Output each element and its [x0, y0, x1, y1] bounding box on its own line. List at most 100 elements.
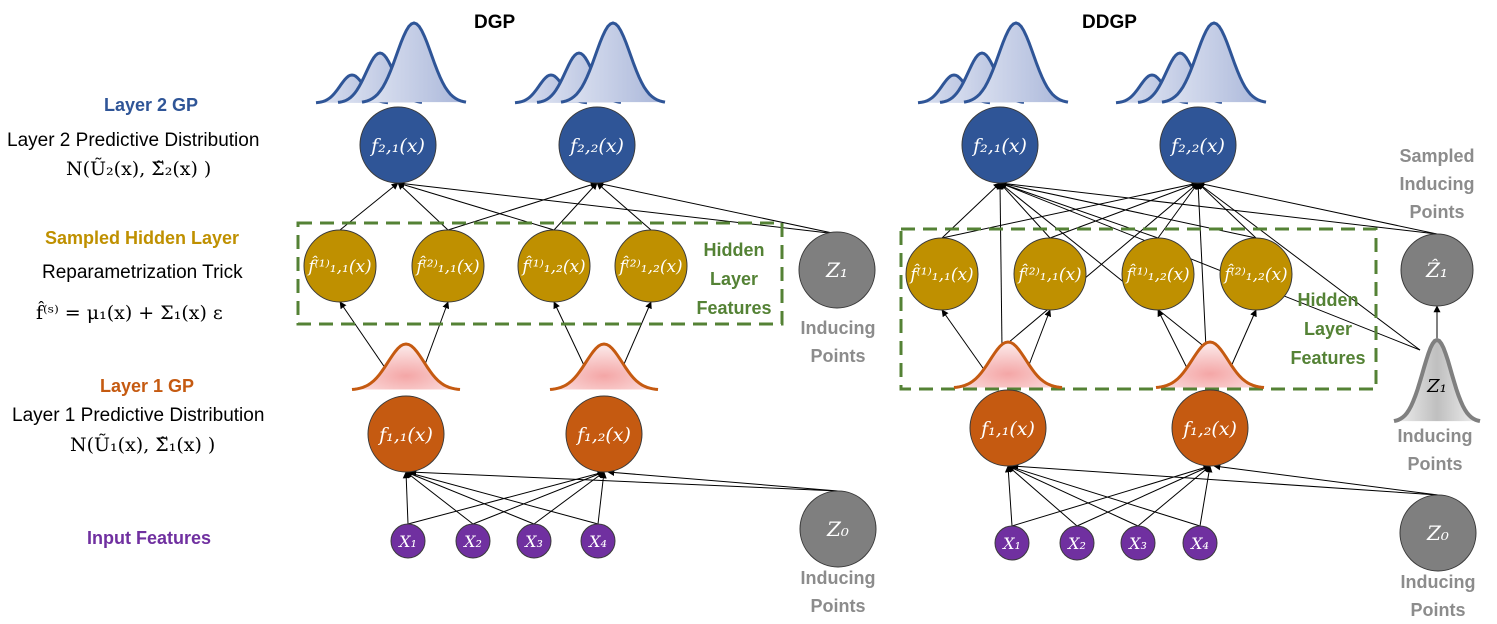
edge-arrow [1157, 182, 1199, 239]
ddgp-gaussian-f11 [953, 340, 1063, 389]
ddgp-node-h12-1-circle [1121, 237, 1195, 311]
dgp-node-z0-label: Z₀ [826, 517, 849, 541]
dgp-node-h12-2: f̂⁽²⁾₁,₂(x) [614, 229, 688, 303]
edge-arrow [447, 181, 598, 231]
dgp-node-x4-circle [580, 523, 616, 559]
edge-arrow [596, 180, 838, 235]
ddgp-node-f11: f₁,₁(x) [969, 389, 1047, 467]
dgp-node-f11-circle [367, 395, 445, 473]
dgp-node-f22: f₂,₂(x) [558, 106, 636, 184]
ddgp-node-x2-label: X₂ [1066, 534, 1086, 553]
ddgp-node-x1: X₁ [994, 525, 1030, 561]
ddgp-node-x1-label: X₁ [1001, 534, 1021, 553]
layer1-description: Layer 1 Predictive Distribution [12, 405, 265, 426]
edge-arrow [607, 469, 839, 492]
edge-arrow [1197, 182, 1257, 239]
ddgp-node-f12: f₁,₂(x) [1171, 389, 1249, 467]
ddgp-node-x2-circle [1059, 525, 1095, 561]
dgp-node-h11-1: f̂⁽¹⁾₁,₁(x) [303, 229, 377, 303]
dgp-node-x3-circle [516, 523, 552, 559]
reparam-formula: f̂⁽ˢ⁾ = μ₁(x) + Σ₁(x) ε [36, 302, 223, 324]
shapes [296, 21, 1481, 424]
layer2-title: Layer 2 GP [104, 95, 199, 115]
dgp-node-h12-1-circle [517, 229, 591, 303]
edge-arrow [596, 182, 652, 231]
layer1-title: Layer 1 GP [100, 376, 195, 396]
ddgp-node-h11-2-label: f̂⁽²⁾₁,₁(x) [1016, 264, 1081, 285]
ddgp-node-f12-label: f₁,₂(x) [1181, 418, 1237, 440]
ddgp-node-h11-1-circle [905, 237, 979, 311]
ddgp-node-h11-1-label: f̂⁽¹⁾₁,₁(x) [908, 264, 973, 285]
dgp-gaussian-f11-fill [352, 344, 460, 390]
dgp-gaussian-f12 [549, 342, 659, 391]
edge-arrow [1007, 465, 1139, 527]
edge-arrow [999, 182, 1421, 351]
ddgp-node-f22-label: f₂,₂(x) [1169, 135, 1225, 157]
dgp-node-f12-circle [565, 395, 643, 473]
ddgp-node-f22-circle [1159, 106, 1237, 184]
dgp-node-z1-label: Z₁ [825, 258, 848, 282]
ddgp-hidden-box-label: Hidden Layer Features [1290, 290, 1366, 368]
dgp-node-f11-label: f₁,₁(x) [377, 424, 433, 446]
dgp-z1-caption: Inducing Points [800, 318, 876, 366]
dgp-node-x4: X₄ [580, 523, 616, 559]
ddgp-node-f21: f₂,₁(x) [961, 106, 1039, 184]
edge-arrow [402, 471, 410, 525]
ddgp-node-x4-circle [1182, 525, 1218, 561]
ddgp-node-x1-circle [994, 525, 1030, 561]
ddgp-dist-f21-large-fill [964, 23, 1068, 103]
hidden-layer-description: Reparametrization Trick [42, 262, 243, 283]
edge-arrow [1197, 182, 1421, 351]
dgp-title: DGP [474, 12, 516, 33]
ddgp-node-z0: Z₀ [1399, 494, 1477, 572]
edge-arrow [1137, 465, 1211, 527]
ddgp-node-h12-2-label: f̂⁽²⁾₁,₂(x) [1222, 264, 1287, 285]
ddgp-node-h11-1: f̂⁽¹⁾₁,₁(x) [905, 237, 979, 311]
ddgp-node-x2: X₂ [1059, 525, 1095, 561]
dgp-node-x3: X₃ [516, 523, 552, 559]
edge-arrow [339, 301, 393, 379]
edge-arrow [1004, 465, 1013, 527]
dgp-hidden-layer-box [296, 221, 784, 326]
ddgp-node-f21-circle [961, 106, 1039, 184]
ddgp-node-x3: X₃ [1120, 525, 1156, 561]
edge-arrow [999, 182, 1207, 349]
ddgp-node-x3-label: X₃ [1127, 534, 1147, 553]
layer1-formula: N(Ũ₁(x), Σ̃₁(x) ) [70, 434, 216, 456]
dgp-node-x2-circle [455, 523, 491, 559]
ddgp-gaussian-f11-fill [954, 342, 1062, 388]
dgp-dist-f21-large-fill [362, 23, 466, 103]
dgp-node-h12-2-circle [614, 229, 688, 303]
edge-arrow [1007, 465, 1078, 527]
dgp-node-h11-1-circle [303, 229, 377, 303]
dgp-node-h12-1-label: f̂⁽¹⁾₁,₂(x) [520, 256, 585, 277]
ddgp-node-h11-2: f̂⁽²⁾₁,₁(x) [1013, 237, 1087, 311]
ddgp-hidden-layer-box [899, 227, 1378, 391]
dgp-node-h12-1: f̂⁽¹⁾₁,₂(x) [517, 229, 591, 303]
edge-arrow [597, 471, 607, 525]
ddgp-node-f11-label: f₁,₁(x) [979, 418, 1035, 440]
dgp-node-h11-2: f̂⁽²⁾₁,₁(x) [411, 229, 485, 303]
edge-arrow [1011, 464, 1211, 527]
ddgp-z0-caption: Inducing Points [1400, 572, 1476, 620]
ddgp-gaussian-f12 [1155, 340, 1265, 389]
dgp-node-f12: f₁,₂(x) [565, 395, 643, 473]
edge-arrow [1199, 465, 1213, 527]
dgp-dist-f22-large-fill [561, 23, 665, 103]
dgp-node-f21: f₂,₁(x) [359, 106, 437, 184]
edge-arrow [1197, 180, 1438, 235]
dgp-node-x4-label: X₄ [587, 532, 607, 551]
dgp-node-f22-label: f₂,₂(x) [568, 135, 624, 157]
dgp-node-h11-2-circle [411, 229, 485, 303]
edge-arrow [397, 180, 838, 235]
ddgp-node-z1hat-label: Ẑ₁ [1425, 258, 1448, 282]
dgp-node-f12-label: f₁,₂(x) [575, 424, 631, 446]
dgp-z0-caption: Inducing Points [800, 568, 876, 616]
dgp-node-z1-circle [798, 231, 876, 309]
ddgp-node-f22: f₂,₂(x) [1159, 106, 1237, 184]
ddgp-node-z1hat: Ẑ₁ [1400, 233, 1474, 307]
ddgp-node-h12-1-label: f̂⁽¹⁾₁,₂(x) [1124, 264, 1189, 285]
ddgp-dist-f22-large-fill [1162, 23, 1266, 103]
ddgp-dist-f22-large [1161, 21, 1267, 104]
